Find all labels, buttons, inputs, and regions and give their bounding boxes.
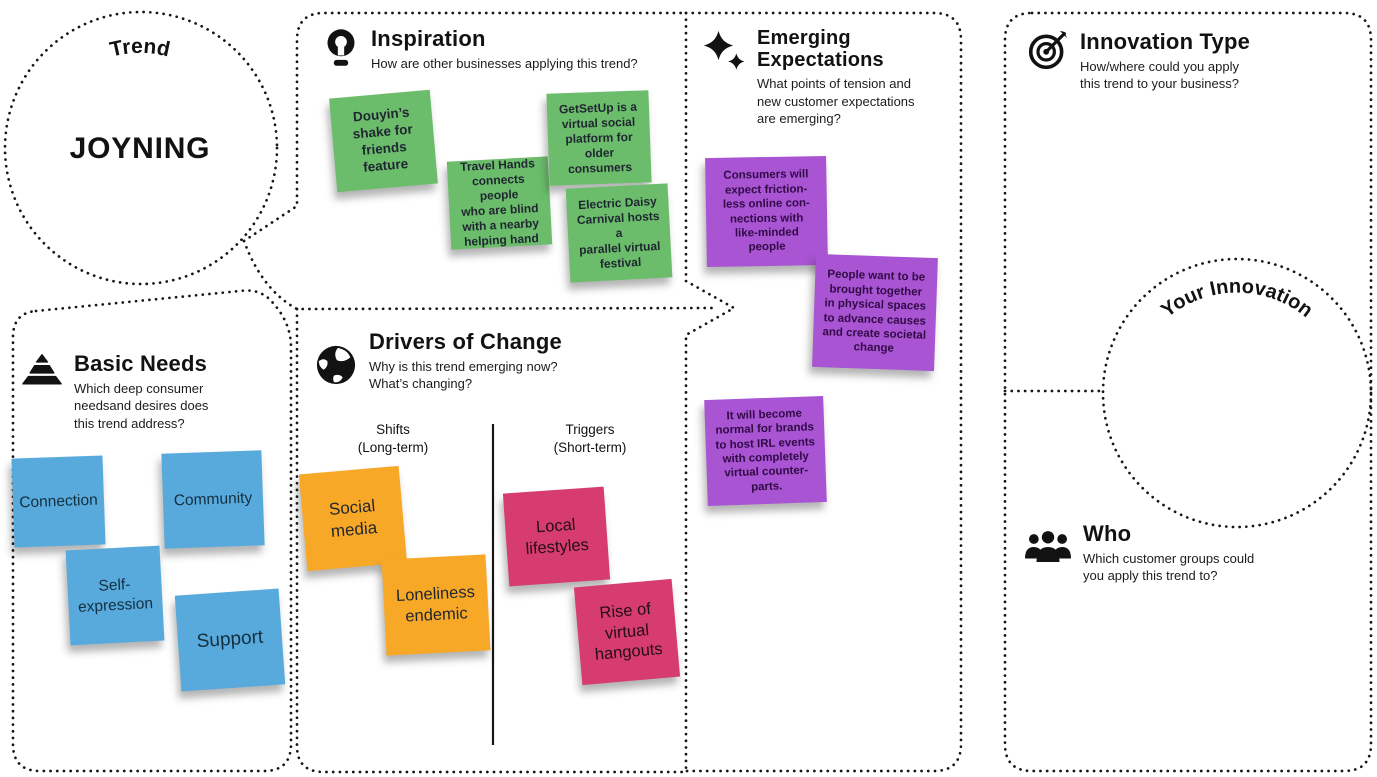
globe-icon [316,345,356,385]
who-subtitle: Which customer groups could you apply th… [1083,550,1255,584]
sticky-note[interactable]: Consumers will expect friction- less onl… [705,155,828,268]
emerging-subtitle: What points of tension and new customer … [757,76,915,126]
emerging-title: Emerging Expectations [757,27,884,71]
innovation-outline [1003,11,1373,773]
sticky-note[interactable]: Douyin’s shake for friends feature [329,89,438,193]
sticky-note[interactable]: Travel Hands connects people who are bli… [446,156,553,250]
drivers-header: Drivers of Change Why is this trend emer… [315,330,645,393]
drivers-title: Drivers of Change [369,329,562,354]
sticky-note[interactable]: People want to be brought together in ph… [812,253,938,372]
your-innovation-arc-text: Your Innovation [1157,276,1317,322]
shifts-column-label: Shifts (Long-term) [357,422,429,455]
sticky-note[interactable]: Rise of virtual hangouts [573,578,681,686]
lightbulb-icon [327,29,355,66]
target-icon [1028,30,1068,70]
trend-value: JOYNING [69,132,211,165]
sticky-note[interactable]: Electric Daisy Carnival hosts a parallel… [565,183,673,283]
innovation-subtitle: How/where could you apply this trend to … [1080,58,1239,92]
sticky-note[interactable]: It will become normal for brands to host… [704,395,827,507]
inspiration-title: Inspiration [371,26,486,51]
inspiration-outline [242,11,688,243]
people-icon [1025,531,1071,563]
sticky-note[interactable]: Social media [298,465,408,572]
trend-circle-outline [3,10,279,286]
emerging-left-edge-notch [684,11,737,774]
basic-needs-outline [11,289,293,773]
sticky-note[interactable]: Local lifestyles [502,486,611,587]
triggers-column-label: Triggers (Short-term) [553,422,627,455]
trend-label: Trend [108,35,172,62]
your-innovation-circle-outline [1101,257,1373,529]
sticky-note[interactable]: Support [174,588,286,692]
innovation-header: Innovation Type How/where could you appl… [1028,30,1328,93]
sticky-note[interactable]: GetSetUp is a virtual social platform fo… [546,90,652,186]
emerging-header: Emerging Expectations What points of ten… [703,27,953,127]
sparkles-icon [703,30,745,70]
sticky-note[interactable]: Loneliness endemic [381,554,491,656]
sticky-note[interactable]: Community [161,450,265,549]
pyramid-icon [22,354,62,385]
sticky-note[interactable]: Connection [11,455,106,548]
inspiration-subtitle: How are other businesses applying this t… [371,55,638,71]
emerging-outline [684,11,963,773]
who-title: Who [1083,521,1132,546]
drivers-subtitle: Why is this trend emerging now? What’s c… [369,358,558,392]
who-header: Who Which customer groups could you appl… [1025,522,1325,585]
basic-needs-subtitle: Which deep consumer needsand desires doe… [74,380,209,431]
inspiration-drivers-divider [242,239,714,311]
basic-needs-title: Basic Needs [74,351,208,376]
basic-needs-header: Basic Needs Which deep consumer needsand… [22,352,272,432]
innovation-title: Innovation Type [1080,29,1251,54]
inspiration-header: Inspiration How are other businesses app… [323,27,683,73]
your-innovation-label: Your Innovation [1157,276,1317,322]
trend-arc-text: Trend [108,35,172,62]
sticky-note[interactable]: Self- expression [65,545,165,646]
